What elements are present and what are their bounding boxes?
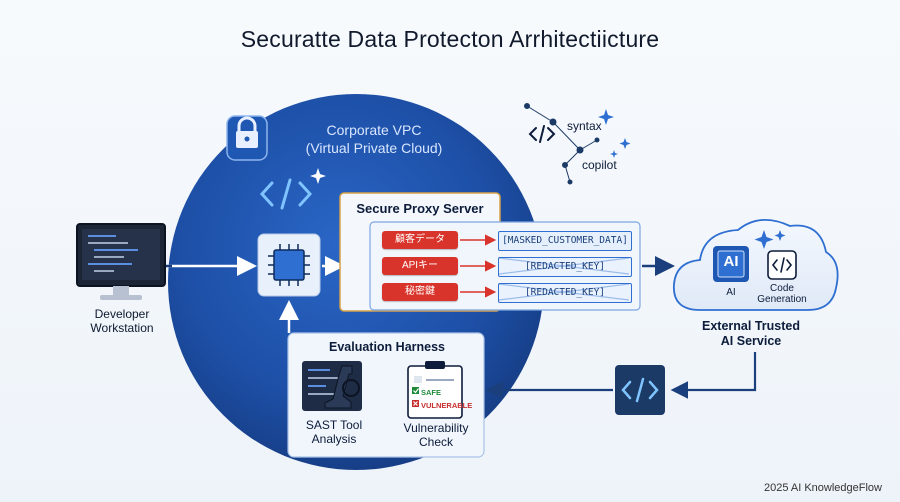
ai-chip-text: AI: [723, 253, 739, 270]
return-path-line: [670, 352, 757, 399]
sparkle-icon: [310, 168, 326, 184]
proxy-title: Secure Proxy Server: [356, 201, 484, 216]
code-glow-icon: [259, 178, 313, 210]
star-icon: [598, 109, 631, 158]
workstation-label-line2: Workstation: [90, 321, 154, 335]
vulnerability-label-line2: Check: [418, 435, 453, 449]
external-service-line2: AI Service: [720, 334, 782, 348]
ai-label: AI: [726, 287, 736, 298]
workstation-label-line1: Developer: [94, 307, 150, 321]
external-service-line1: External Trusted: [702, 319, 800, 333]
vpc-label: Corporate VPC (Virtual Private Cloud): [280, 121, 468, 157]
gateway-chip-icon: [257, 233, 321, 297]
vulnerability-clipboard-icon: [407, 361, 463, 419]
evaluation-harness-title: Evaluation Harness: [328, 340, 445, 354]
vulnerability-label-line1: Vulnerability: [403, 421, 469, 435]
code-generation-icon: [767, 250, 797, 280]
sparkle-icon: [754, 230, 786, 249]
constellation-code-icon: [528, 125, 556, 143]
vpc-label-line1: Corporate VPC: [326, 122, 422, 138]
sast-label-line2: Analysis: [311, 432, 357, 446]
constellation-label-copilot: copilot: [582, 158, 617, 172]
constellation-label-syntax: syntax: [567, 119, 602, 133]
masked-output-secret-key: [REDACTED_KEY]: [498, 283, 632, 303]
masked-output-api-key: [REDACTED_KEY]: [498, 257, 632, 277]
constellation-graphic: [524, 103, 600, 185]
external-cloud-shape: [673, 219, 839, 311]
code-generation-label: Code Generation: [752, 283, 812, 305]
sast-label-line1: SAST Tool: [305, 418, 363, 432]
safe-tag: SAFE: [421, 388, 442, 397]
diagram-title: Securatte Data Protecton Arrhitectiictur…: [240, 26, 660, 52]
monitor-icon: [76, 223, 166, 300]
sast-label: SAST Tool Analysis: [296, 418, 372, 446]
code-generation-line2: Generation: [757, 294, 807, 305]
code-response-icon: [615, 365, 665, 415]
footer-credit: 2025 AI KnowledgeFlow: [763, 482, 882, 494]
workstation-label: Developer Workstation: [70, 307, 174, 335]
vulnerable-tag: VULNERABLE: [421, 401, 473, 410]
vpc-label-line2: (Virtual Private Cloud): [305, 140, 443, 156]
vulnerability-label: Vulnerability Check: [392, 421, 480, 449]
sast-microscope-icon: [302, 361, 362, 411]
lock-icon: [226, 115, 268, 161]
code-generation-line1: Code: [770, 283, 794, 294]
sensitive-input-customer-data: 顧客データ: [382, 231, 458, 249]
sensitive-input-secret-key: 秘密鍵: [382, 283, 458, 301]
masked-output-customer-data: [MASKED_CUSTOMER_DATA]: [498, 231, 632, 251]
external-service-label: External Trusted AI Service: [676, 319, 826, 349]
sensitive-input-api-key: APIキー: [382, 257, 458, 275]
ai-chip-icon: [713, 246, 749, 282]
